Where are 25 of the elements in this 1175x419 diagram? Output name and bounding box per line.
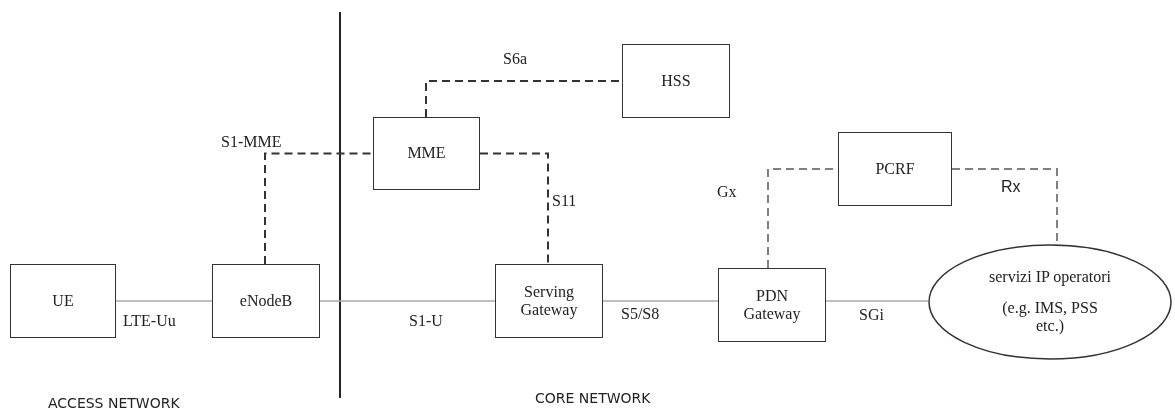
connector-line (319, 300, 496, 302)
connector-line (264, 152, 374, 265)
node-label: UE (52, 291, 74, 311)
connector-line (602, 300, 719, 302)
connector-line (479, 152, 549, 265)
network-box (718, 268, 826, 342)
region-label: CORE NETWORK (535, 390, 651, 406)
connector-line (115, 300, 213, 302)
network-box (838, 132, 952, 206)
node-label: servizi IP operatori (989, 268, 1111, 287)
network-box (622, 44, 730, 118)
node-label: HSS (661, 71, 691, 91)
node-label: PDN Gateway (742, 286, 802, 324)
service-ellipse (928, 244, 1172, 360)
node-label: eNodeB (239, 291, 293, 311)
network-box (495, 264, 603, 338)
network-box (212, 264, 320, 338)
node-label: (e.g. IMS, PSS etc.) (1001, 298, 1099, 336)
region-label: ACCESS NETWORK (48, 395, 180, 411)
node-label: PCRF (875, 159, 915, 179)
network-box (373, 117, 480, 190)
node-label: MME (407, 144, 446, 163)
node-label: Serving Gateway (519, 282, 579, 320)
connector-line (825, 300, 929, 302)
network-box (10, 264, 116, 338)
